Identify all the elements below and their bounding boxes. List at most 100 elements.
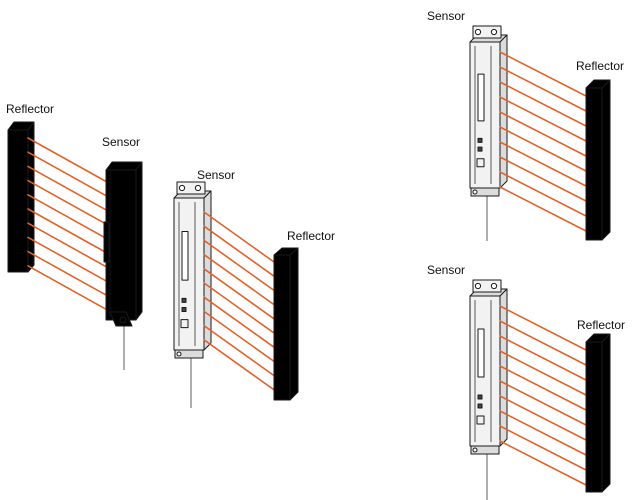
mount-hole <box>474 28 482 36</box>
beam-line <box>27 208 108 254</box>
beam-line <box>499 440 587 486</box>
beam-line <box>499 141 587 187</box>
reflector-2-face <box>273 254 291 401</box>
reflector-4-face <box>585 341 603 493</box>
sensor-1-label: Sensor <box>102 135 140 149</box>
beam-line <box>203 225 275 278</box>
reflector-panel-4 <box>585 333 611 493</box>
beam-line <box>499 320 587 366</box>
beam-line <box>203 239 275 292</box>
sensor-bottom-cap <box>470 445 500 455</box>
beam-set-1 <box>27 137 108 311</box>
beam-line <box>27 250 108 297</box>
sensor-bottom-cap <box>174 349 204 359</box>
beam-line <box>499 365 587 411</box>
reflector-panel-3 <box>585 79 611 241</box>
reflector-1-face <box>7 129 29 273</box>
sensor-housing-4 <box>469 279 508 500</box>
sensor-housing-3 <box>469 25 508 241</box>
beam-set-4 <box>499 305 587 486</box>
sensor-indicator-window <box>477 328 485 378</box>
status-led <box>477 394 483 400</box>
beam-line <box>499 425 587 471</box>
sensor-bottom-cap <box>470 187 500 197</box>
connector-block <box>476 158 485 168</box>
reflector-panel-2 <box>273 247 299 401</box>
beam-line <box>499 111 587 157</box>
beam-line <box>499 126 587 172</box>
mount-hole <box>194 184 202 192</box>
beam-line <box>499 51 587 97</box>
beam-line <box>203 338 275 391</box>
reflector-3-face <box>585 87 603 241</box>
mount-hole <box>474 282 482 290</box>
beam-line <box>27 236 108 283</box>
beam-line <box>499 380 587 426</box>
reflector-1-label: Reflector <box>6 102 54 116</box>
status-led <box>477 403 483 409</box>
reflector-2-label: Reflector <box>287 229 335 243</box>
sensor-3-label: Sensor <box>427 9 465 23</box>
sensor-face <box>469 295 501 447</box>
mount-hole <box>472 447 478 453</box>
beam-line <box>499 186 587 232</box>
beam-line <box>203 310 275 363</box>
beam-line <box>203 267 275 320</box>
beam-line <box>499 156 587 202</box>
status-led <box>477 137 483 143</box>
beam-line <box>203 211 275 263</box>
beam-line <box>27 151 108 197</box>
reflector-4-label: Reflector <box>577 318 625 332</box>
sensor-housing-2 <box>173 181 212 408</box>
status-led <box>181 306 187 312</box>
beam-line <box>499 410 587 456</box>
sensor-2-label: Sensor <box>197 168 235 182</box>
beam-line <box>499 96 587 142</box>
sensor-side <box>499 34 508 189</box>
unit-group-2: Sensor Reflector <box>173 168 335 408</box>
beam-set-3 <box>499 51 587 232</box>
beam-line <box>27 264 108 311</box>
beam-line <box>27 179 108 226</box>
mount-hole <box>490 28 498 36</box>
mount-hole <box>472 189 478 195</box>
beam-line <box>499 395 587 441</box>
status-led <box>181 297 187 303</box>
beam-line <box>203 253 275 306</box>
sensor-face <box>469 41 501 189</box>
sensor-1-window <box>103 221 110 263</box>
beam-line <box>203 324 275 377</box>
beam-line <box>27 165 108 212</box>
sensor-face <box>173 197 205 351</box>
mount-hole <box>490 282 498 290</box>
sensor-1-mount-hole <box>119 316 127 324</box>
beam-line <box>203 296 275 349</box>
beam-line <box>499 171 587 217</box>
beam-line <box>27 222 108 269</box>
unit-group-3: Sensor Reflector <box>427 9 624 241</box>
connector-block <box>476 415 485 425</box>
beam-line <box>499 81 587 127</box>
beam-line <box>27 137 108 183</box>
beam-line <box>499 66 587 112</box>
beam-line <box>499 335 587 381</box>
beam-line <box>203 282 275 334</box>
beam-line <box>27 194 108 240</box>
connector-block <box>180 319 189 329</box>
sensor-indicator-window <box>181 230 189 281</box>
beam-line <box>499 305 587 351</box>
sensor-1-face <box>105 169 137 321</box>
beam-set-2 <box>203 211 275 391</box>
unit-group-4: Sensor Reflector <box>427 263 625 500</box>
sensor-1-side <box>135 161 143 321</box>
sensor-4-label: Sensor <box>427 263 465 277</box>
sensor-indicator-window <box>477 73 485 122</box>
reflector-panel-1 <box>7 121 35 273</box>
sensor-housing-1 <box>103 161 143 370</box>
mount-hole <box>178 184 186 192</box>
mount-hole <box>176 351 182 357</box>
reflector-3-label: Reflector <box>576 59 624 73</box>
beam-line <box>499 350 587 396</box>
status-led <box>477 146 483 152</box>
